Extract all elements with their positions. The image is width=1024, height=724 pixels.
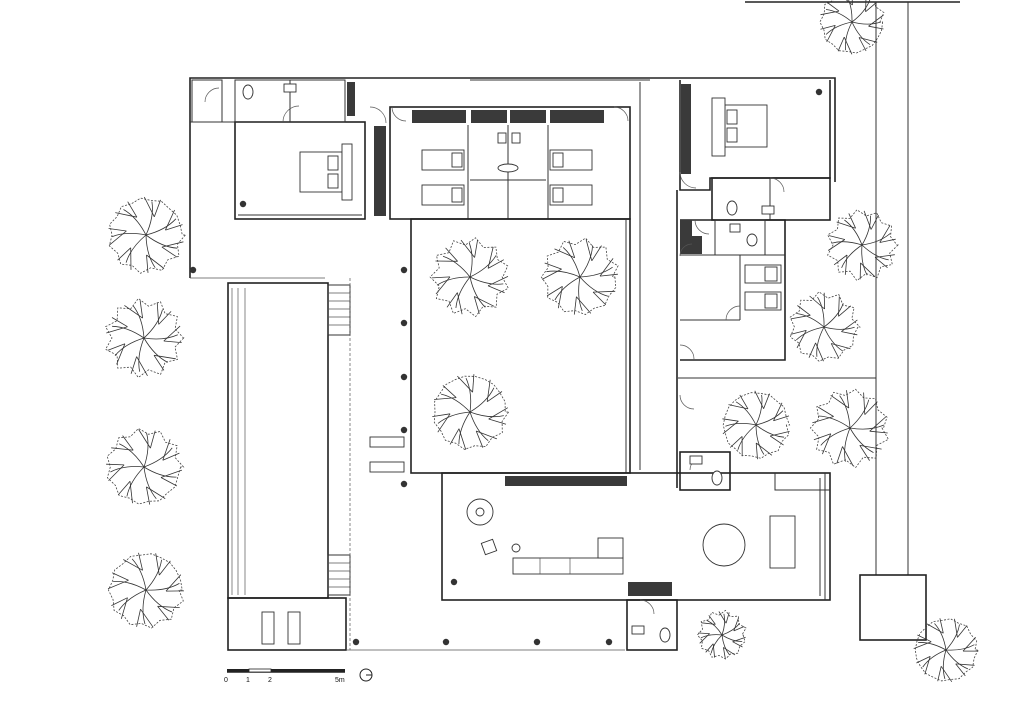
scale-tick-1: 1 [246,677,250,684]
bed-west [299,143,353,201]
guest-beds [744,264,782,311]
bed-master [711,97,768,157]
scale-tick-0: 0 [224,677,228,684]
tree-icon [789,291,861,362]
tree-icon [540,237,619,315]
trees [105,0,979,683]
guest-bath [679,451,731,491]
furniture [242,83,796,645]
built-in-cabinets [347,82,702,596]
tree-icon [106,428,185,505]
tree-icon [108,196,187,274]
tree-icon [429,237,509,318]
tree-icon [913,618,979,683]
scale-bar: 0 1 2 5m [224,668,345,684]
courtyard [410,218,631,474]
tree-icon [105,297,185,379]
bath-fixtures [242,83,775,643]
tree-icon [827,209,899,282]
tree-icon [809,388,889,469]
tree-icon [107,552,185,629]
columns [189,88,823,646]
kids-beds [421,132,593,206]
scale-tick-5m: 5m [335,677,345,684]
pool [227,282,329,599]
tree-icon [722,390,791,460]
living-furniture [466,498,796,575]
tree-icon [819,0,885,55]
north-arrow-icon [359,668,373,682]
garage-box [859,574,927,641]
tree-icon [696,609,747,660]
tree-icon [432,374,510,450]
powder-room [626,599,678,651]
scale-tick-2: 2 [268,677,272,684]
pool-terrace [227,597,347,651]
doors [204,87,785,615]
pool-steps [327,284,351,596]
deck-chairs [261,436,405,645]
building-walls [189,77,836,651]
